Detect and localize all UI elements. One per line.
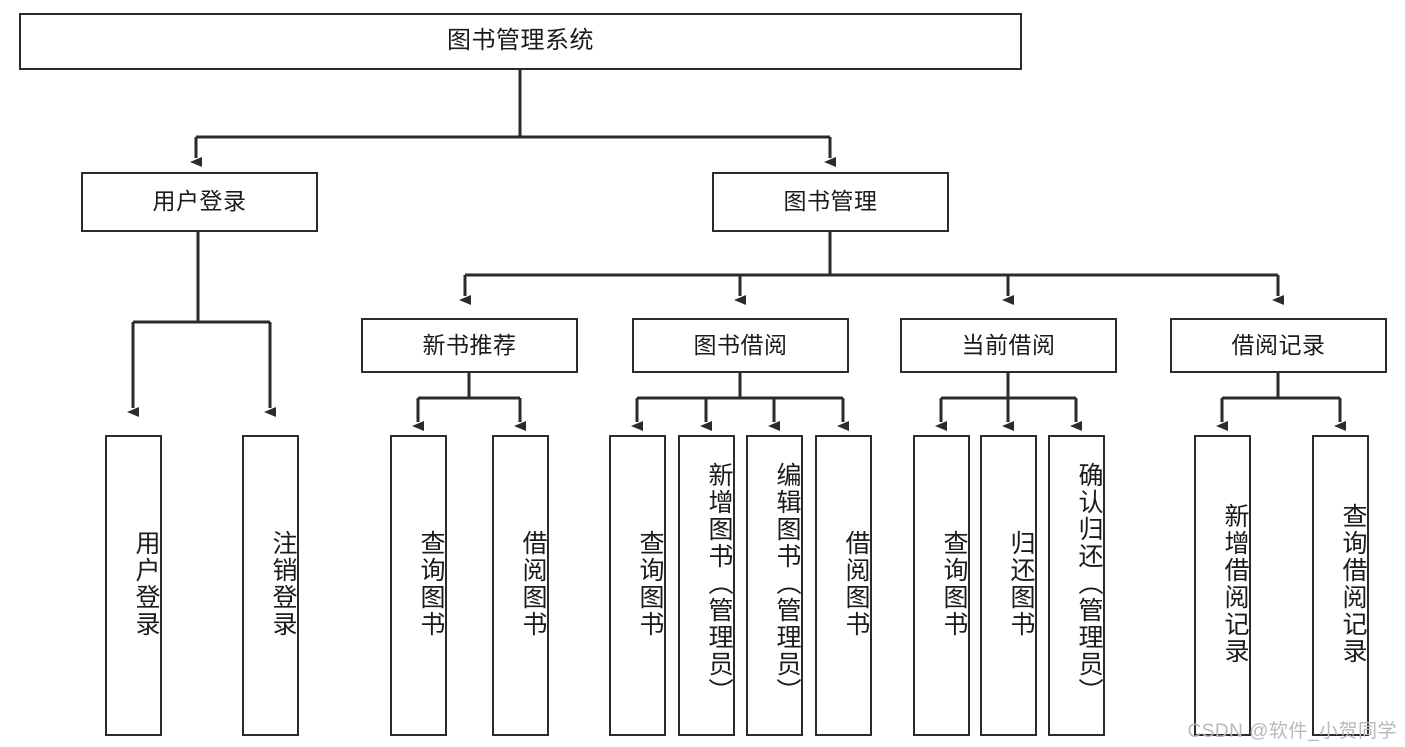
leaf-borrow-borrow-book[interactable]: 借阅图书 — [815, 435, 872, 736]
node-user-login[interactable]: 用户登录 — [81, 172, 318, 232]
leaf-borrow-add-book-admin[interactable]: 新增图书（管理员） — [678, 435, 735, 736]
node-label: 新增借阅记录 — [1221, 502, 1249, 665]
node-label: 新增图书（管理员） — [705, 462, 733, 705]
leaf-user-login-login[interactable]: 用户登录 — [105, 435, 162, 736]
node-label: 借阅记录 — [1231, 331, 1326, 358]
node-label: 借阅图书 — [519, 529, 547, 638]
leaf-user-login-logout[interactable]: 注销登录 — [242, 435, 299, 736]
node-label: 图书管理 — [783, 188, 878, 215]
node-label: 用户登录 — [132, 529, 160, 638]
node-label: 借阅图书 — [842, 529, 870, 638]
node-label: 查询图书 — [636, 529, 664, 638]
node-label: 新书推荐 — [422, 331, 517, 358]
leaf-current-confirm-return-admin[interactable]: 确认归还（管理员） — [1048, 435, 1105, 736]
node-book-management[interactable]: 图书管理 — [712, 172, 949, 232]
node-label: 当前借阅 — [961, 331, 1056, 358]
node-book-borrow[interactable]: 图书借阅 — [632, 318, 849, 373]
node-label: 确认归还（管理员） — [1075, 462, 1103, 705]
node-label: 归还图书 — [1007, 529, 1035, 638]
node-label: 编辑图书（管理员） — [773, 462, 801, 705]
leaf-new-book-borrow[interactable]: 借阅图书 — [492, 435, 549, 736]
node-label: 查询借阅记录 — [1339, 502, 1367, 665]
node-label: 图书借阅 — [693, 331, 788, 358]
node-current-borrow[interactable]: 当前借阅 — [900, 318, 1117, 373]
leaf-current-query-book[interactable]: 查询图书 — [913, 435, 970, 736]
node-label: 图书管理系统 — [447, 27, 594, 55]
leaf-new-book-query[interactable]: 查询图书 — [390, 435, 447, 736]
node-borrow-record[interactable]: 借阅记录 — [1170, 318, 1387, 373]
node-new-book-recommend[interactable]: 新书推荐 — [361, 318, 578, 373]
leaf-record-add-borrow-record[interactable]: 新增借阅记录 — [1194, 435, 1251, 736]
node-root-book-management-system[interactable]: 图书管理系统 — [19, 13, 1022, 70]
node-label: 注销登录 — [269, 529, 297, 638]
leaf-record-query-borrow-record[interactable]: 查询借阅记录 — [1312, 435, 1369, 736]
leaf-borrow-edit-book-admin[interactable]: 编辑图书（管理员） — [746, 435, 803, 736]
csdn-watermark: CSDN @软件_小贺同学 — [1187, 721, 1397, 742]
node-label: 查询图书 — [417, 529, 445, 638]
leaf-current-return-book[interactable]: 归还图书 — [980, 435, 1037, 736]
leaf-borrow-query-book[interactable]: 查询图书 — [609, 435, 666, 736]
node-label: 查询图书 — [940, 529, 968, 638]
node-label: 用户登录 — [152, 188, 247, 215]
